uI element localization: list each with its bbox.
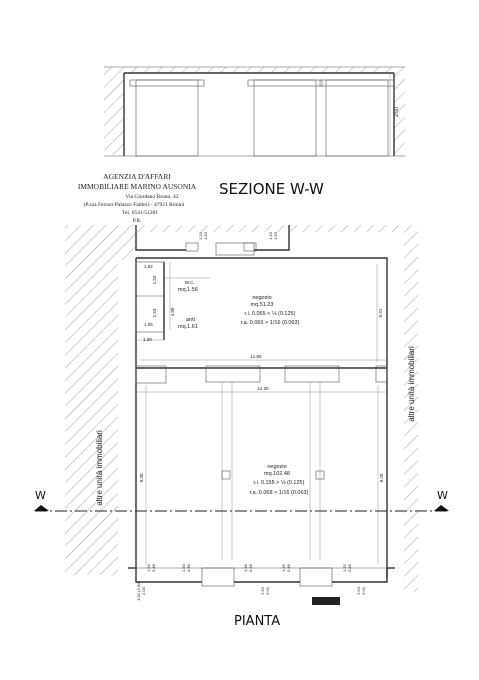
- plan-view: [34, 225, 450, 592]
- section-marker-right: W: [437, 489, 448, 502]
- dim-label: 0.46: [347, 563, 352, 572]
- left-side-label: altre unità immobiliari: [95, 430, 104, 506]
- anti-area: mq.1.61: [178, 324, 198, 330]
- top-window: [215, 242, 255, 256]
- dim-label: 1.50: [203, 231, 208, 240]
- right-hatch: [290, 225, 418, 592]
- negozio1-area: mq.51.23: [251, 302, 274, 308]
- wc-name: w.c.: [184, 280, 195, 286]
- agency-line4: (P.zza Ferrari-Palazzo Fabbri) - 47921 R…: [84, 201, 185, 208]
- dim-label: 4.80: [170, 307, 175, 316]
- dim-label: 0.46: [248, 563, 253, 572]
- dim-label: 6.91: [378, 308, 383, 317]
- negozio2-ra: r.a. 0.068 > 1/16 (0.063): [250, 490, 309, 496]
- dim-label: 3.01 (3.50): [136, 581, 141, 601]
- dim-label: 1.05: [144, 322, 153, 327]
- agency-line3: Via Giordano Bruno, 42: [125, 194, 178, 200]
- negozio2-ri: r.i. 0.155 > ⅛ (0.125): [254, 480, 305, 486]
- dim-label: 1.20: [268, 231, 273, 240]
- dim-label: 12.30: [257, 386, 269, 391]
- anti-name: anti: [186, 317, 195, 323]
- dim-label: 1.50: [146, 563, 151, 572]
- dim-label: 1.50: [181, 563, 186, 572]
- dim-label: 1.32: [342, 563, 347, 572]
- dim-label: 2.00: [361, 586, 366, 595]
- dim-label: 0.46: [286, 563, 291, 572]
- dim-label: 1.53: [152, 308, 157, 317]
- dim-label: 1.53: [152, 275, 157, 284]
- section-view: 2.50: [104, 66, 405, 157]
- dim-label: 0.46: [151, 563, 156, 572]
- dim-label: 1.50: [273, 231, 278, 240]
- dim-label: 11.60: [251, 354, 262, 359]
- bottom-opening: [299, 567, 333, 587]
- negozio1-name: negozio: [252, 295, 271, 301]
- section-arrow-right: [434, 505, 449, 511]
- section-arrow-left: [34, 505, 49, 511]
- divider-pier: [205, 365, 261, 383]
- redacted-mark: [312, 597, 340, 605]
- dim-label: 2.90: [260, 586, 265, 595]
- agency-line6: P.R.: [133, 218, 142, 224]
- dim-label: 8.20: [379, 473, 384, 482]
- negozio2-name: negozio: [267, 464, 286, 470]
- dim-label: 0.46: [186, 563, 191, 572]
- dim-label: 1.45: [243, 563, 248, 572]
- divider-pier: [284, 365, 340, 383]
- dim-label: 2.00: [141, 586, 146, 595]
- section-marker-left: W: [35, 489, 46, 502]
- dim-label: 1.20: [198, 231, 203, 240]
- section-title: SEZIONE W-W: [219, 180, 324, 198]
- negozio1-ra: r.a. 0.065 > 1/16 (0.063): [241, 320, 300, 326]
- agency-line2: IMMOBILIARE MARINO AUSONIA: [78, 182, 197, 191]
- agency-line1: AGENZIA D'AFFARI: [103, 172, 171, 181]
- section-height-label: 2.50: [394, 107, 400, 117]
- plan-title: PIANTA: [234, 614, 280, 629]
- dim-label: 1.29: [143, 337, 152, 342]
- pillar: [221, 470, 231, 480]
- pillar: [315, 470, 325, 480]
- dim-label: 2.00: [265, 586, 270, 595]
- dim-label: 8.30: [139, 473, 144, 482]
- left-hatch: [65, 225, 135, 575]
- negozio1-ri: r.i. 0.065 < ⅛ (0.125): [245, 311, 296, 317]
- dim-label: 1.45: [281, 563, 286, 572]
- bottom-opening: [201, 567, 235, 587]
- dim-label: 2.64: [356, 586, 361, 595]
- agency-line5: Tel. 0541/51281: [122, 210, 158, 216]
- negozio2-area: mq.102.48: [264, 471, 290, 477]
- wc-area: mq.1.56: [178, 287, 198, 293]
- right-side-label: altre unità immobiliari: [407, 346, 416, 422]
- agency-stamp: AGENZIA D'AFFARI IMMOBILIARE MARINO AUSO…: [78, 172, 197, 224]
- dim-label: 1.02: [144, 264, 153, 269]
